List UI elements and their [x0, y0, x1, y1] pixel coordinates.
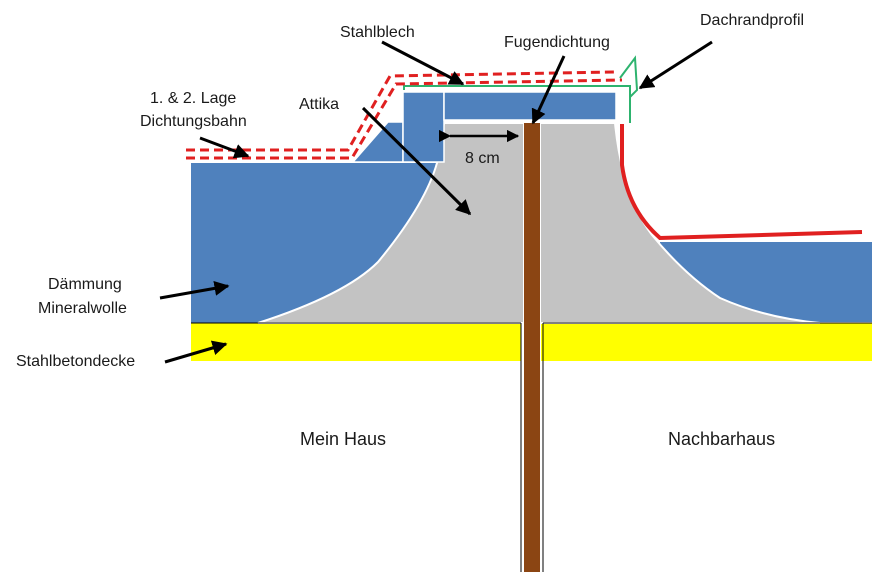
roof-edge-profile — [619, 55, 639, 123]
label-gap: 8 cm — [465, 150, 500, 167]
insulation-block-left — [402, 91, 445, 163]
arrow-attika — [361, 106, 472, 216]
arrow-daemmung — [159, 280, 230, 300]
arrow-stahlbetondecke — [164, 340, 228, 364]
joint-seal — [524, 123, 540, 572]
label-mein-haus: Mein Haus — [300, 429, 386, 449]
arrow-dachrandprofil — [638, 40, 713, 90]
membrane-layer-2 — [186, 78, 623, 160]
label-stahlblech: Stahlblech — [340, 24, 415, 41]
slab-left — [191, 323, 521, 361]
insulation-right — [660, 242, 872, 322]
slab-right — [541, 323, 872, 361]
arrow-fugendichtung — [531, 55, 566, 125]
label-attika: Attika — [299, 96, 339, 113]
membrane-right — [620, 124, 863, 241]
label-daemmung-line1: Dämmung — [48, 276, 122, 293]
arrow-stahlblech — [381, 40, 465, 86]
insulation-left — [191, 163, 437, 323]
label-nachbarhaus: Nachbarhaus — [668, 429, 775, 449]
steel-sheet — [403, 85, 631, 97]
insulation-block-top — [443, 91, 617, 121]
label-stahlbetondecke: Stahlbetondecke — [16, 353, 135, 370]
attika-left — [257, 122, 525, 324]
arrow-dichtungsbahn — [199, 136, 250, 159]
label-dachrandprofil: Dachrandprofil — [700, 12, 804, 29]
label-lage-line2: Dichtungsbahn — [140, 113, 247, 130]
label-daemmung-line2: Mineralwolle — [38, 300, 127, 317]
label-fugendichtung: Fugendichtung — [504, 34, 610, 51]
label-lage-line1: 1. & 2. Lage — [150, 90, 236, 107]
